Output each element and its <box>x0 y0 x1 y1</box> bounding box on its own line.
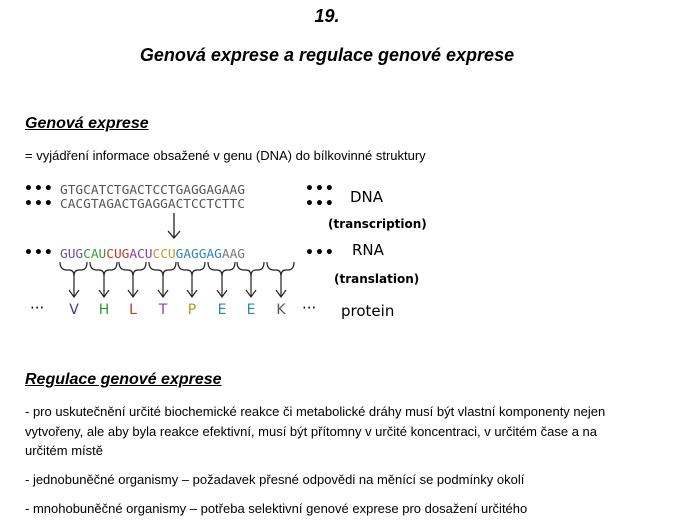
rna-codon: AAG <box>221 247 245 262</box>
rna-sequence: GUGCAUCUGACUCCUGAGGAGAAG <box>60 247 245 262</box>
rna-codon: CAU <box>83 247 107 262</box>
amino-acid: E <box>217 302 227 318</box>
rna-label: RNA <box>352 241 384 259</box>
bullet-2: - jednobuněčné organismy – požadavek pře… <box>25 472 525 487</box>
rna-codon: ACU <box>129 247 153 262</box>
amino-acid: K <box>276 302 286 318</box>
dots-right-rna: ••• <box>305 245 335 261</box>
protein-label: protein <box>341 302 395 320</box>
amino-acid: L <box>129 302 137 318</box>
dots-left-protein: ··· <box>30 299 45 317</box>
bullet-1-line-1: - pro uskutečnění určité biochemické rea… <box>25 404 606 419</box>
dots-right-dna1: ••• <box>305 181 335 197</box>
dots-left-dna2: ••• <box>24 196 54 212</box>
amino-acid: E <box>246 302 256 318</box>
dna-strand-1: GTGCATCTGACTCCTGAGGAGAAG <box>60 183 245 198</box>
dots-left-rna: ••• <box>24 245 54 261</box>
dots-right-dna2: ••• <box>305 196 335 212</box>
amino-acid: H <box>98 302 110 318</box>
bullet-3: - mnohobuněčné organismy – potřeba selek… <box>25 501 528 516</box>
codon-brace-arrows-icon <box>59 261 295 299</box>
bullet-1-line-3: určitém místě <box>25 443 104 458</box>
section-number: 19. <box>314 6 340 26</box>
definition-text: = vyjádření informace obsažené v genu (D… <box>25 148 426 163</box>
dots-left-dna1: ••• <box>24 181 54 197</box>
rna-codon: CCU <box>152 247 176 262</box>
translation-label: (translation) <box>334 272 420 286</box>
dots-right-protein: ··· <box>302 299 317 317</box>
section-heading-gene-expression: Genová exprese <box>25 115 149 132</box>
rna-codon: GAG <box>198 247 222 262</box>
rna-codon: GAG <box>175 247 199 262</box>
dna-label: DNA <box>350 188 384 206</box>
rna-codon: CUG <box>106 247 130 262</box>
section-heading-regulation: Regulace genové exprese <box>25 371 222 388</box>
transcription-arrow-icon <box>167 213 181 239</box>
rna-codon: GUG <box>60 247 84 262</box>
dna-strand-2: CACGTAGACTGAGGACTCCTCTTC <box>60 197 245 212</box>
bullet-1-line-2: vytvořeny, ale aby byla reakce efektivní… <box>25 424 597 439</box>
amino-acid: V <box>69 302 79 318</box>
transcription-label: (transcription) <box>328 217 427 231</box>
page-title: Genová exprese a regulace genové exprese <box>139 45 515 65</box>
amino-acid: P <box>187 302 197 318</box>
amino-acid: T <box>158 302 168 318</box>
